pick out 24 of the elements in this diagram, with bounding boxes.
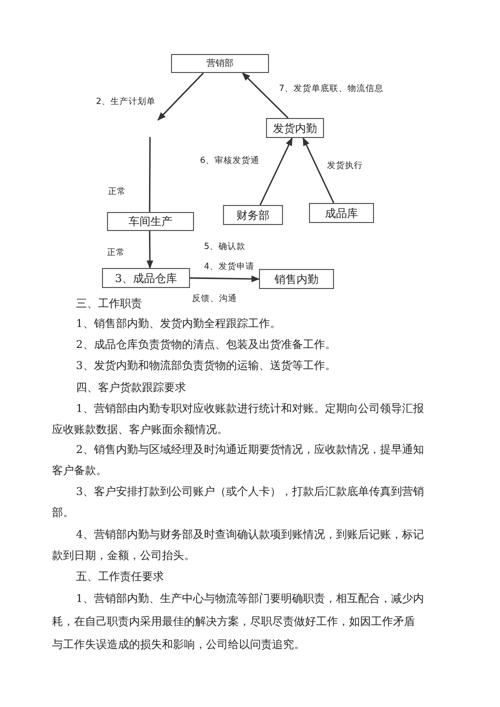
paragraph: 1、销售部内勤、发货内勤全程跟踪工作。 xyxy=(75,316,282,332)
paragraph: 3、发货内勤和物流部负责货物的运输、送货等工作。 xyxy=(75,358,337,374)
arrow xyxy=(157,72,204,121)
section-heading: 五、工作责任要求 xyxy=(76,569,164,585)
arrow xyxy=(260,137,293,206)
process-box: 营销部 xyxy=(171,54,269,73)
process-box: 3、成品仓库 xyxy=(102,268,190,288)
arrow xyxy=(190,276,260,282)
process-box: 发货内勤 xyxy=(266,118,324,138)
paragraph: 2、销售内勤与区域经理及时沟通近期要货情况，应收款情况，提早通知客户备款。 xyxy=(52,442,424,479)
paragraph: 1、营销部内勤、生产中心与物流等部门要明确职责，相互配合，减少内耗，在自己职责内采用最佳的解决方案，尽职尽责做好工作，如因工作矛盾与工作失误造成的损失和影响，公司给以问责追究。 xyxy=(52,591,424,653)
arrow xyxy=(302,137,334,204)
process-box: 成品库 xyxy=(309,203,374,223)
arrow xyxy=(146,231,154,269)
section-heading: 四、客户货款跟踪要求 xyxy=(76,380,186,396)
arrow xyxy=(242,72,289,118)
paragraph: 1、营销部由内勤专职对应收账款进行统计和对账。定期向公司领导汇报应收账款数据、客户账面余额情况。 xyxy=(52,401,424,438)
process-box: 销售内勤 xyxy=(259,269,334,289)
process-box: 财务部 xyxy=(223,205,283,225)
paragraph: 4、营销部内勤与财务部及时查询确认款项到账情况，到账后记账，标记款到日期，金额，公司抬头。 xyxy=(52,527,424,564)
section-heading: 三、工作职责 xyxy=(76,296,142,312)
paragraph: 2、成品仓库负责货物的清点、包装及出货准备工作。 xyxy=(75,337,337,353)
process-box: 车间生产 xyxy=(107,212,194,231)
paragraph: 3、客户安排打款到公司账户（或个人卡），打款后汇款底单传真到营销部。 xyxy=(52,484,424,521)
